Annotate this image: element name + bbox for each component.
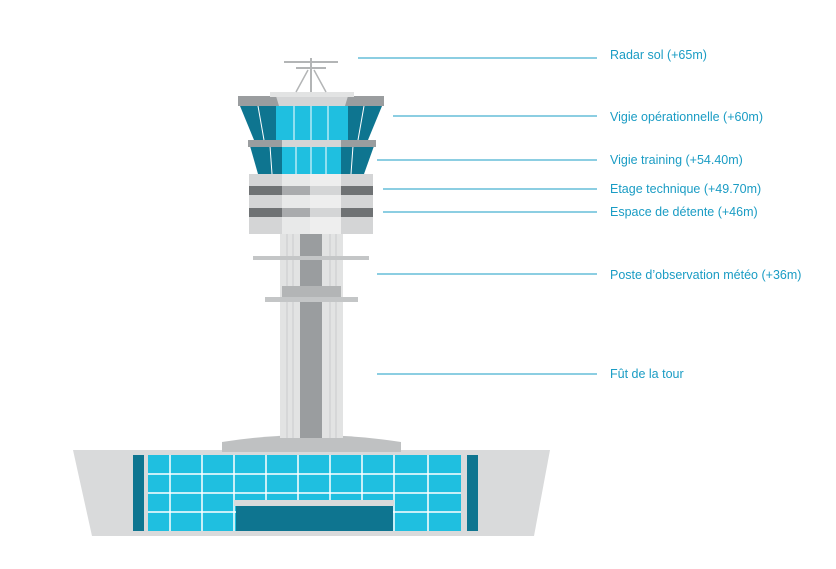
shaft-ribs bbox=[286, 232, 337, 438]
op-cab-center bbox=[276, 106, 348, 140]
technical-floors bbox=[249, 174, 373, 234]
meteo-ring-lower bbox=[265, 297, 358, 302]
label-etage-technique: Etage technique (+49.70m) bbox=[610, 182, 762, 196]
terminal-pillar-right bbox=[467, 455, 478, 531]
meteo-cabin bbox=[282, 286, 341, 298]
terminal-canopy bbox=[234, 500, 394, 506]
leader-lines bbox=[358, 57, 597, 375]
label-vigie-training: Vigie training (+54.40m) bbox=[610, 153, 743, 167]
terminal-pillar-left bbox=[133, 455, 144, 531]
vigie-operationnelle-cab bbox=[238, 92, 384, 141]
terminal-entrance bbox=[236, 506, 393, 531]
terminal-building bbox=[73, 450, 550, 536]
shaft-base-flare bbox=[222, 435, 401, 452]
meteo-ring-upper bbox=[253, 256, 369, 260]
label-fut-de-la-tour: Fût de la tour bbox=[610, 367, 684, 381]
label-radar-sol: Radar sol (+65m) bbox=[610, 48, 707, 62]
op-cab-roof-cap bbox=[270, 92, 354, 97]
tech-center-light bbox=[310, 174, 341, 234]
vigie-training-cab bbox=[248, 140, 376, 175]
label-poste-meteo: Poste d’observation météo (+36m) bbox=[610, 268, 802, 282]
radar-antenna bbox=[284, 58, 338, 93]
tower-shaft bbox=[222, 232, 401, 452]
shaft-core bbox=[300, 232, 322, 438]
label-espace-detente: Espace de détente (+46m) bbox=[610, 205, 758, 219]
op-cab-roof-center bbox=[276, 96, 348, 106]
op-cab-mullions bbox=[257, 105, 365, 141]
training-cab-floor-center bbox=[282, 140, 341, 147]
training-cab-mullions bbox=[269, 145, 354, 175]
label-vigie-operationnelle: Vigie opérationnelle (+60m) bbox=[610, 110, 763, 124]
